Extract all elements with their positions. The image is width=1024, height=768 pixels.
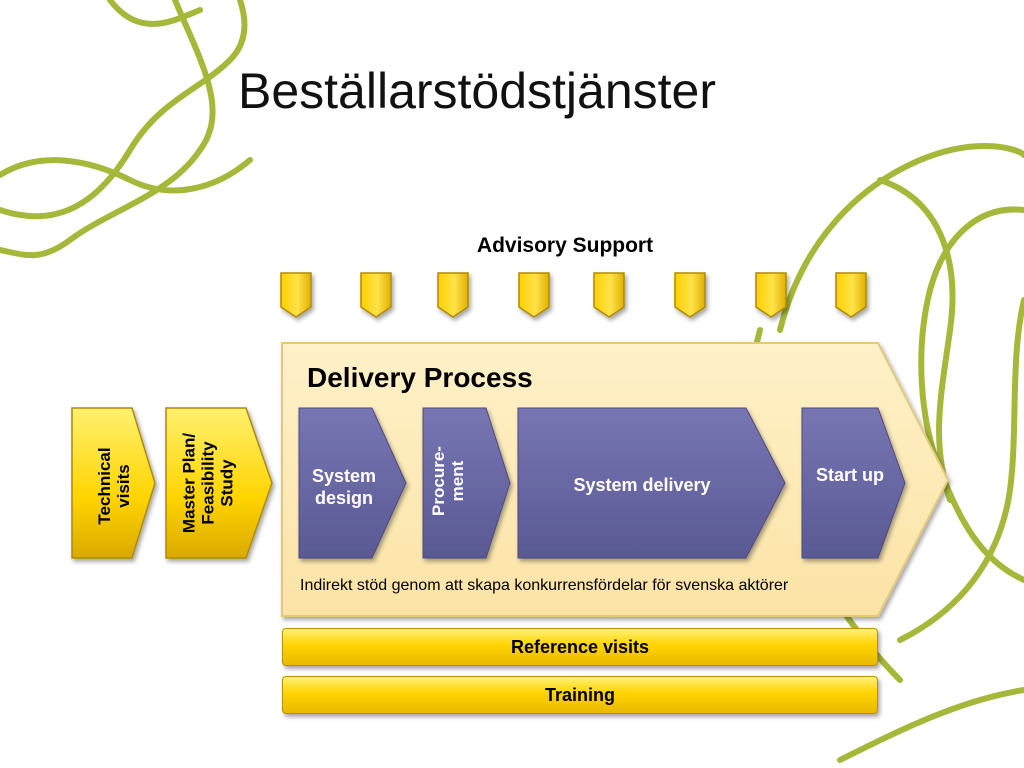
advisory-markers xyxy=(280,272,867,318)
vine-bottom-right xyxy=(837,687,1024,763)
master-plan-chevron xyxy=(165,407,273,559)
start-up-label: Start up xyxy=(815,465,884,485)
system-design-step xyxy=(298,407,407,559)
advisory-marker xyxy=(518,272,550,318)
advisory-marker xyxy=(674,272,706,318)
vine-right-3 xyxy=(918,206,1024,583)
delivery-process-note: Indirekt stöd genom att skapa konkurrens… xyxy=(300,577,789,594)
training-bar: Training xyxy=(282,676,878,714)
vine-right-2 xyxy=(777,143,1024,333)
vine-top-left-4 xyxy=(0,157,253,194)
vine-right-5 xyxy=(877,177,956,503)
start-up-step xyxy=(801,407,906,559)
procurement-line-1: Procure- xyxy=(429,446,448,516)
vine-top-left-2 xyxy=(0,0,248,220)
reference-visits-label: Reference visits xyxy=(510,636,650,657)
advisory-support-label: Advisory Support xyxy=(476,234,654,257)
vine-right-1 xyxy=(897,297,1024,643)
system-delivery-label: System delivery xyxy=(573,475,711,495)
system-design-line-1: System xyxy=(311,466,377,486)
vine-top-left-3 xyxy=(0,0,216,259)
advisory-marker xyxy=(835,272,867,318)
advisory-marker xyxy=(437,272,469,318)
technical-visits-line-2: visits xyxy=(114,464,134,508)
advisory-marker xyxy=(593,272,625,318)
system-delivery-step xyxy=(517,407,786,559)
system-design-line-2: design xyxy=(314,487,373,508)
advisory-marker xyxy=(755,272,787,318)
procurement-step xyxy=(422,407,511,559)
procurement-line-2: ment xyxy=(448,460,468,502)
vine-top-left-1 xyxy=(107,0,203,27)
master-plan-line-1: Master Plan/ xyxy=(179,432,199,534)
reference-visits-bar: Reference visits xyxy=(282,628,878,666)
advisory-marker xyxy=(280,272,312,318)
master-plan-line-3: Study xyxy=(217,459,237,507)
advisory-marker xyxy=(360,272,392,318)
master-plan-label: Master Plan/ Feasibility Study xyxy=(180,421,242,546)
technical-visits-chevron xyxy=(71,407,156,559)
technical-visits-label: Technical visits xyxy=(95,426,135,546)
training-label: Training xyxy=(544,684,615,705)
procurement-label: Procure- ment xyxy=(429,441,475,521)
master-plan-line-2: Feasibility xyxy=(198,441,218,525)
technical-visits-line-1: Technical xyxy=(95,447,114,525)
page-title: Beställarstödstjänster xyxy=(238,63,717,119)
system-design-label: System design xyxy=(302,466,386,509)
delivery-process-title: Delivery Process xyxy=(307,362,533,393)
